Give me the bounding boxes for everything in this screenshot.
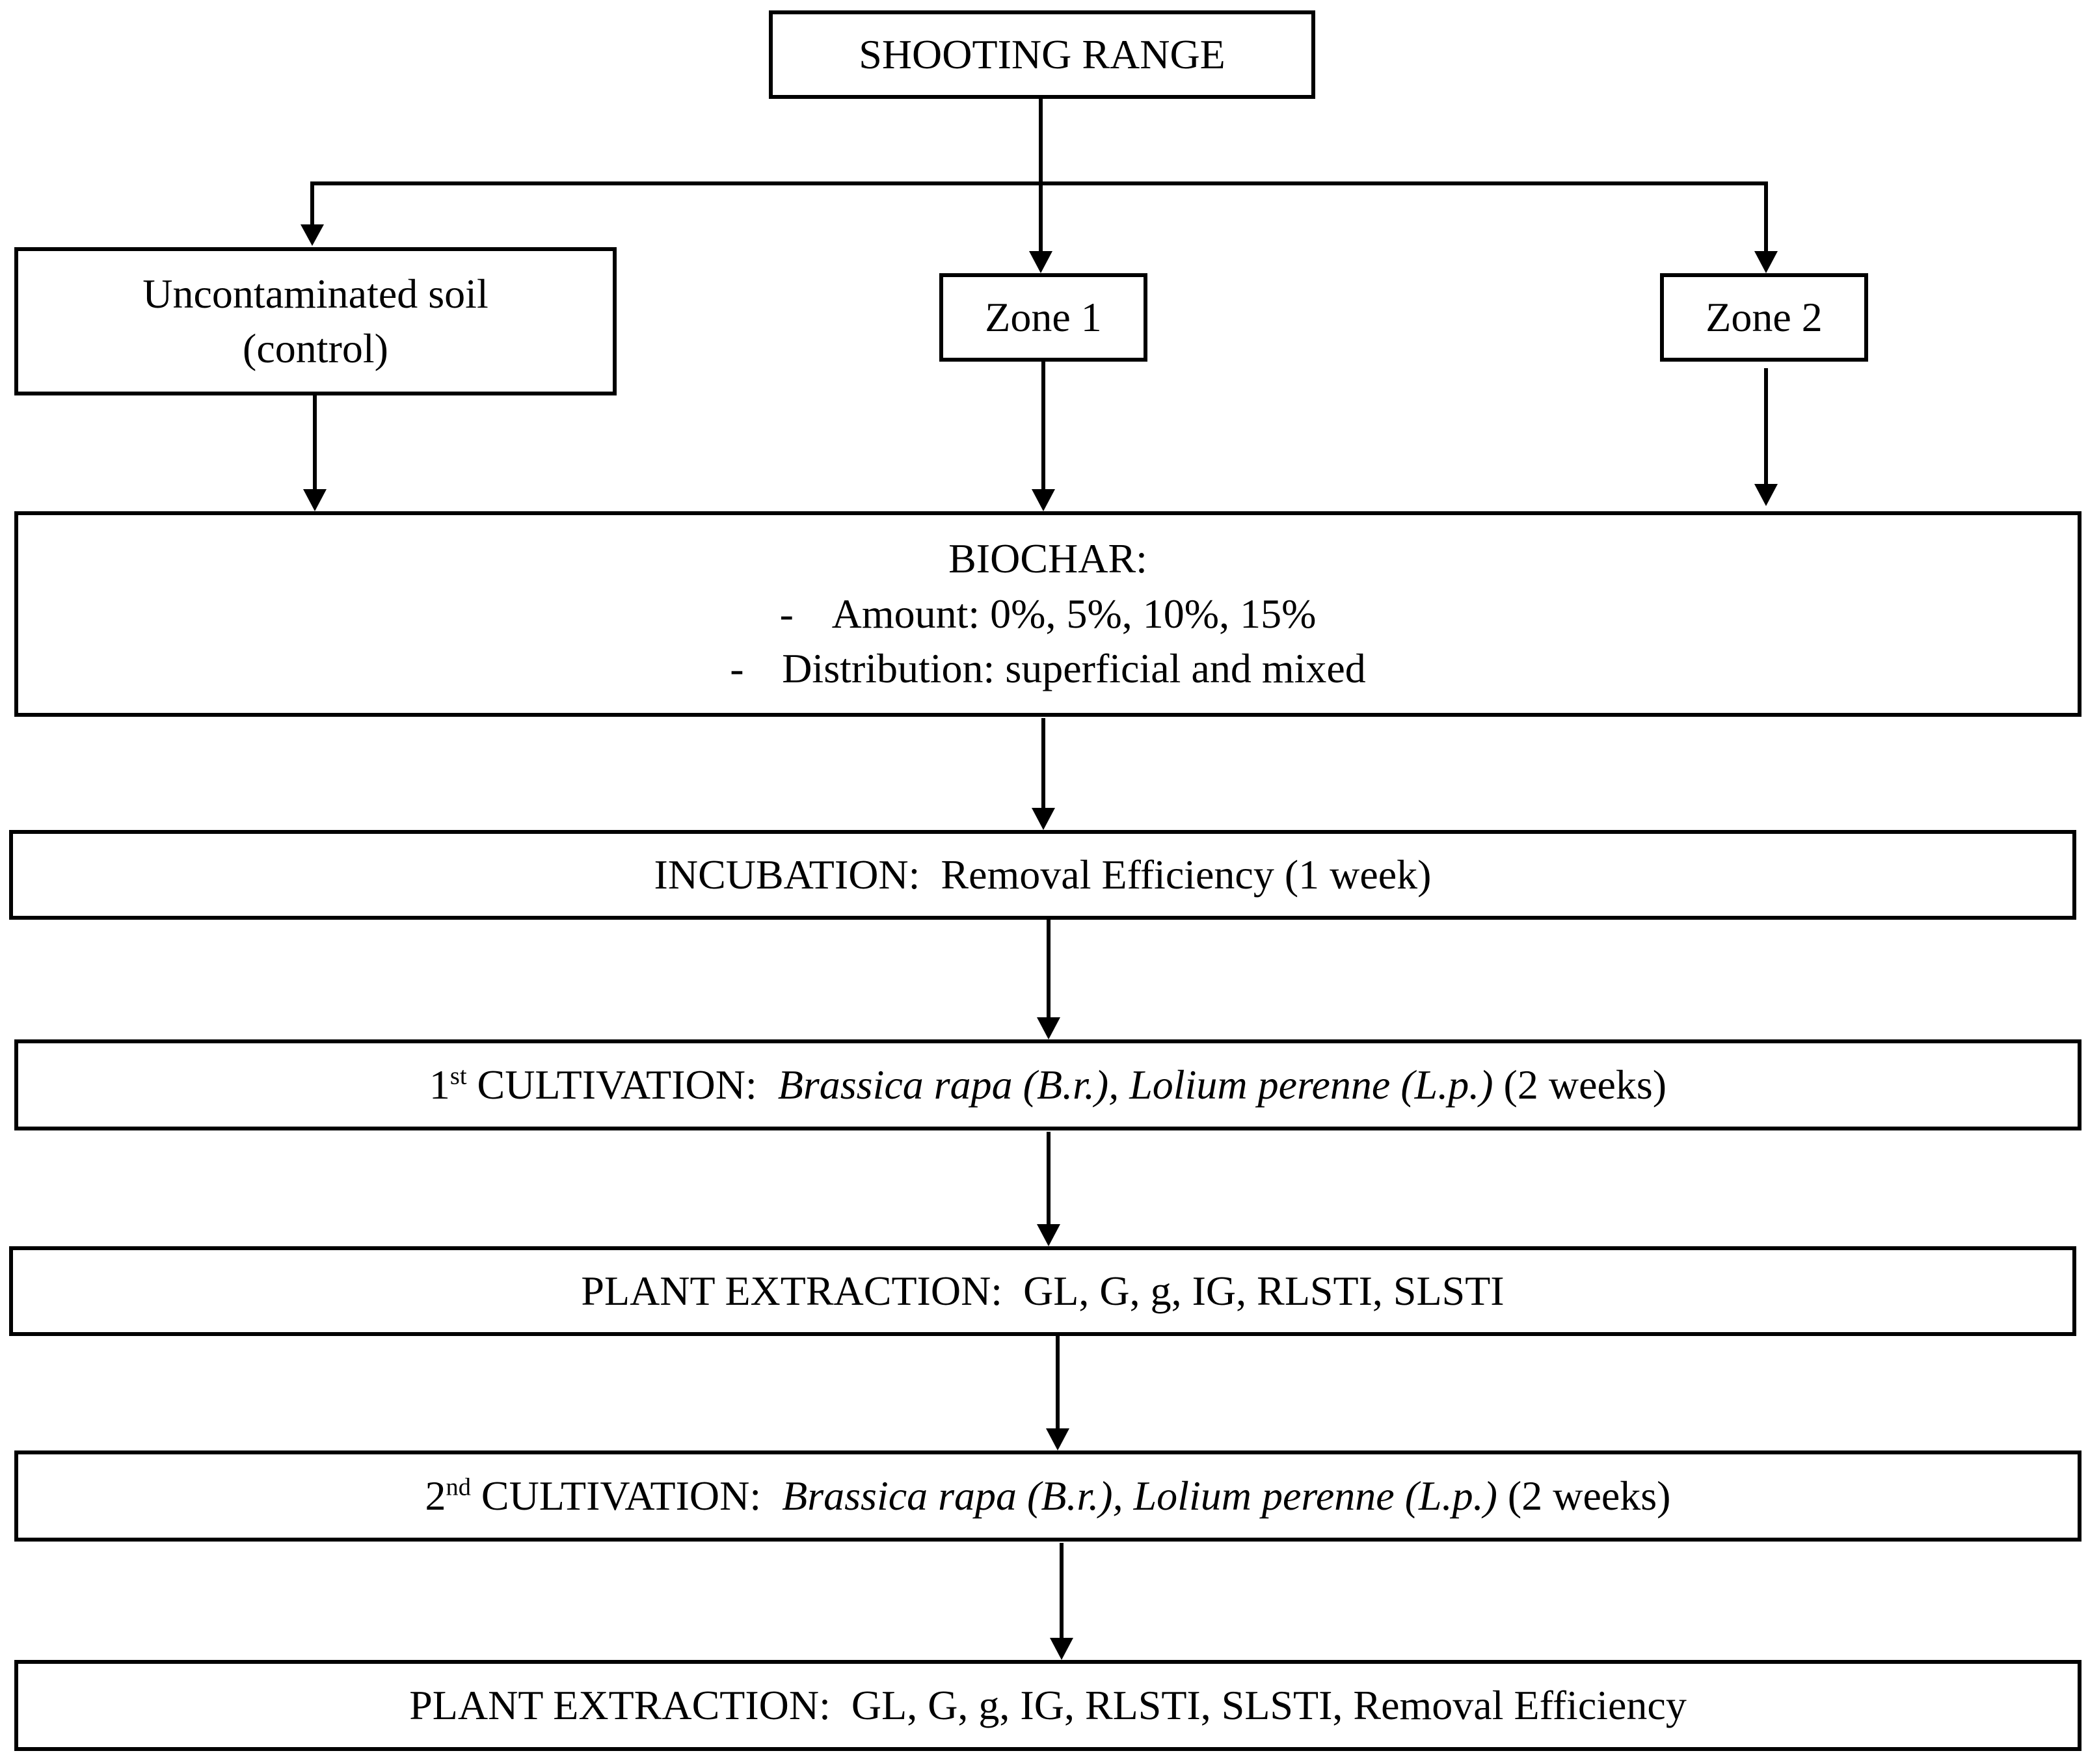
biochar-box: BIOCHAR: - Amount: 0%, 5%, 10%, 15% - Di…: [14, 511, 2081, 717]
biochar-distribution-item: - Distribution: superficial and mixed: [730, 641, 1366, 696]
control-soil-line2: (control): [243, 325, 388, 371]
cultivation1-text: 1st CULTIVATION: Brassica rapa (B.r.), L…: [429, 1058, 1666, 1112]
cultivation2-label: CULTIVATION:: [470, 1472, 783, 1519]
species-names: Brassica rapa (B.r.), Lolium perenne (L.…: [777, 1061, 1493, 1108]
extraction2-label: PLANT EXTRACTION: GL, G, g, IG, RLSTI, S…: [409, 1681, 1687, 1728]
bullet-dash: -: [730, 645, 744, 692]
species-names: Brassica rapa (B.r.), Lolium perenne (L.…: [782, 1472, 1497, 1519]
cultivation-duration: (2 weeks): [1497, 1472, 1671, 1519]
zone1-box: Zone 1: [939, 273, 1147, 362]
shooting-range-box: SHOOTING RANGE: [769, 10, 1315, 99]
cultivation2-text: 2nd CULTIVATION: Brassica rapa (B.r.), L…: [425, 1469, 1671, 1523]
zone2-label: Zone 2: [1706, 293, 1823, 340]
cultivation1-box: 1st CULTIVATION: Brassica rapa (B.r.), L…: [14, 1039, 2081, 1130]
control-soil-box: Uncontaminated soil (control): [14, 247, 617, 395]
ordinal-number: 1: [429, 1061, 450, 1108]
incubation-box: INCUBATION: Removal Efficiency (1 week): [9, 830, 2076, 920]
biochar-amount-item: - Amount: 0%, 5%, 10%, 15%: [780, 587, 1317, 641]
biochar-amount-text: Amount: 0%, 5%, 10%, 15%: [831, 590, 1317, 637]
control-soil-line1: Uncontaminated soil: [142, 270, 489, 317]
extraction1-box: PLANT EXTRACTION: GL, G, g, IG, RLSTI, S…: [9, 1246, 2076, 1336]
ordinal-suffix: nd: [446, 1473, 471, 1501]
bullet-dash: -: [779, 590, 794, 637]
cultivation2-box: 2nd CULTIVATION: Brassica rapa (B.r.), L…: [14, 1450, 2081, 1542]
cultivation1-label: CULTIVATION:: [466, 1061, 778, 1108]
biochar-distribution-text: Distribution: superficial and mixed: [782, 645, 1366, 692]
incubation-label: INCUBATION: Removal Efficiency (1 week): [654, 851, 1432, 898]
ordinal-suffix: st: [449, 1062, 467, 1090]
biochar-title: BIOCHAR:: [948, 535, 1147, 582]
ordinal-number: 2: [425, 1472, 446, 1519]
zone1-label: Zone 1: [985, 293, 1102, 340]
zone2-box: Zone 2: [1660, 273, 1868, 362]
cultivation-duration: (2 weeks): [1493, 1061, 1667, 1108]
extraction1-label: PLANT EXTRACTION: GL, G, g, IG, RLSTI, S…: [581, 1267, 1505, 1314]
extraction2-box: PLANT EXTRACTION: GL, G, g, IG, RLSTI, S…: [14, 1660, 2081, 1751]
shooting-range-label: SHOOTING RANGE: [859, 31, 1225, 77]
